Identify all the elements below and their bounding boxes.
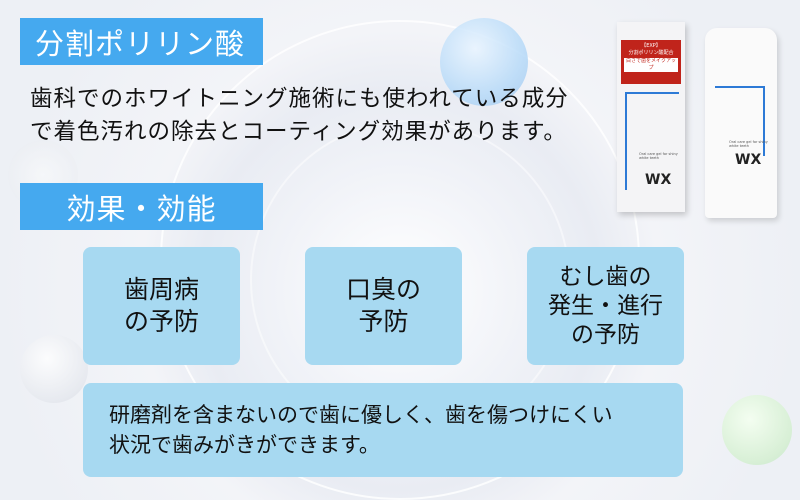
water-bubble: [20, 335, 88, 403]
gentle-brushing-note: 研磨剤を含まないので歯に優しく、歯を傷つけにくい 状況で歯みがきができます。: [83, 383, 683, 477]
tube-tagline: Oral care gel for shiny white teeth: [729, 140, 768, 148]
card-line: の予防: [571, 321, 640, 348]
card-line: むし歯の: [559, 263, 652, 290]
tube-brand: WX: [735, 152, 762, 168]
ingredient-description: 歯科でのホワイトニング施術にも使われている成分 で着色汚れの除去とコーティング効…: [30, 83, 569, 149]
description-line: で着色汚れの除去とコーティング効果があります。: [30, 119, 567, 145]
box-red-label: 【EXP】 分割ポリリン酸配合 白さで歯をメイクアップ: [621, 40, 681, 84]
label-text: 【EXP】: [641, 43, 661, 49]
effect-card-bad-breath: 口臭の 予防: [305, 247, 462, 365]
label-text: 白さで歯をメイクアップ: [624, 58, 678, 72]
description-line: 歯科でのホワイトニング施術にも使われている成分: [30, 86, 569, 112]
card-line: 発生・進行: [548, 292, 663, 319]
section-header-polyphosphate: 分割ポリリン酸: [20, 18, 263, 65]
box-tagline: Oral care gel for shiny white teeth: [639, 152, 678, 160]
card-line: の予防: [123, 307, 199, 336]
label-text: 分割ポリリン酸配合: [628, 50, 674, 56]
box-brand: WX: [645, 172, 672, 188]
water-bubble: [440, 18, 528, 106]
tube-blue-frame: [715, 86, 765, 156]
water-bubble: [722, 395, 792, 465]
note-line: 状況で歯みがきができます。: [109, 433, 380, 457]
section-header-effects: 効果・効能: [20, 183, 263, 230]
product-box: 【EXP】 分割ポリリン酸配合 白さで歯をメイクアップ Oral care ge…: [617, 22, 685, 212]
product-tube: Oral care gel for shiny white teeth WX: [705, 28, 777, 218]
note-line: 研磨剤を含まないので歯に優しく、歯を傷つけにくい: [109, 403, 613, 427]
effect-card-cavity: むし歯の 発生・進行 の予防: [527, 247, 684, 365]
card-line: 口臭の: [345, 275, 421, 304]
effect-card-periodontal: 歯周病 の予防: [83, 247, 240, 365]
box-blue-frame: [625, 92, 679, 190]
card-line: 歯周病: [123, 275, 199, 304]
card-line: 予防: [358, 307, 409, 336]
